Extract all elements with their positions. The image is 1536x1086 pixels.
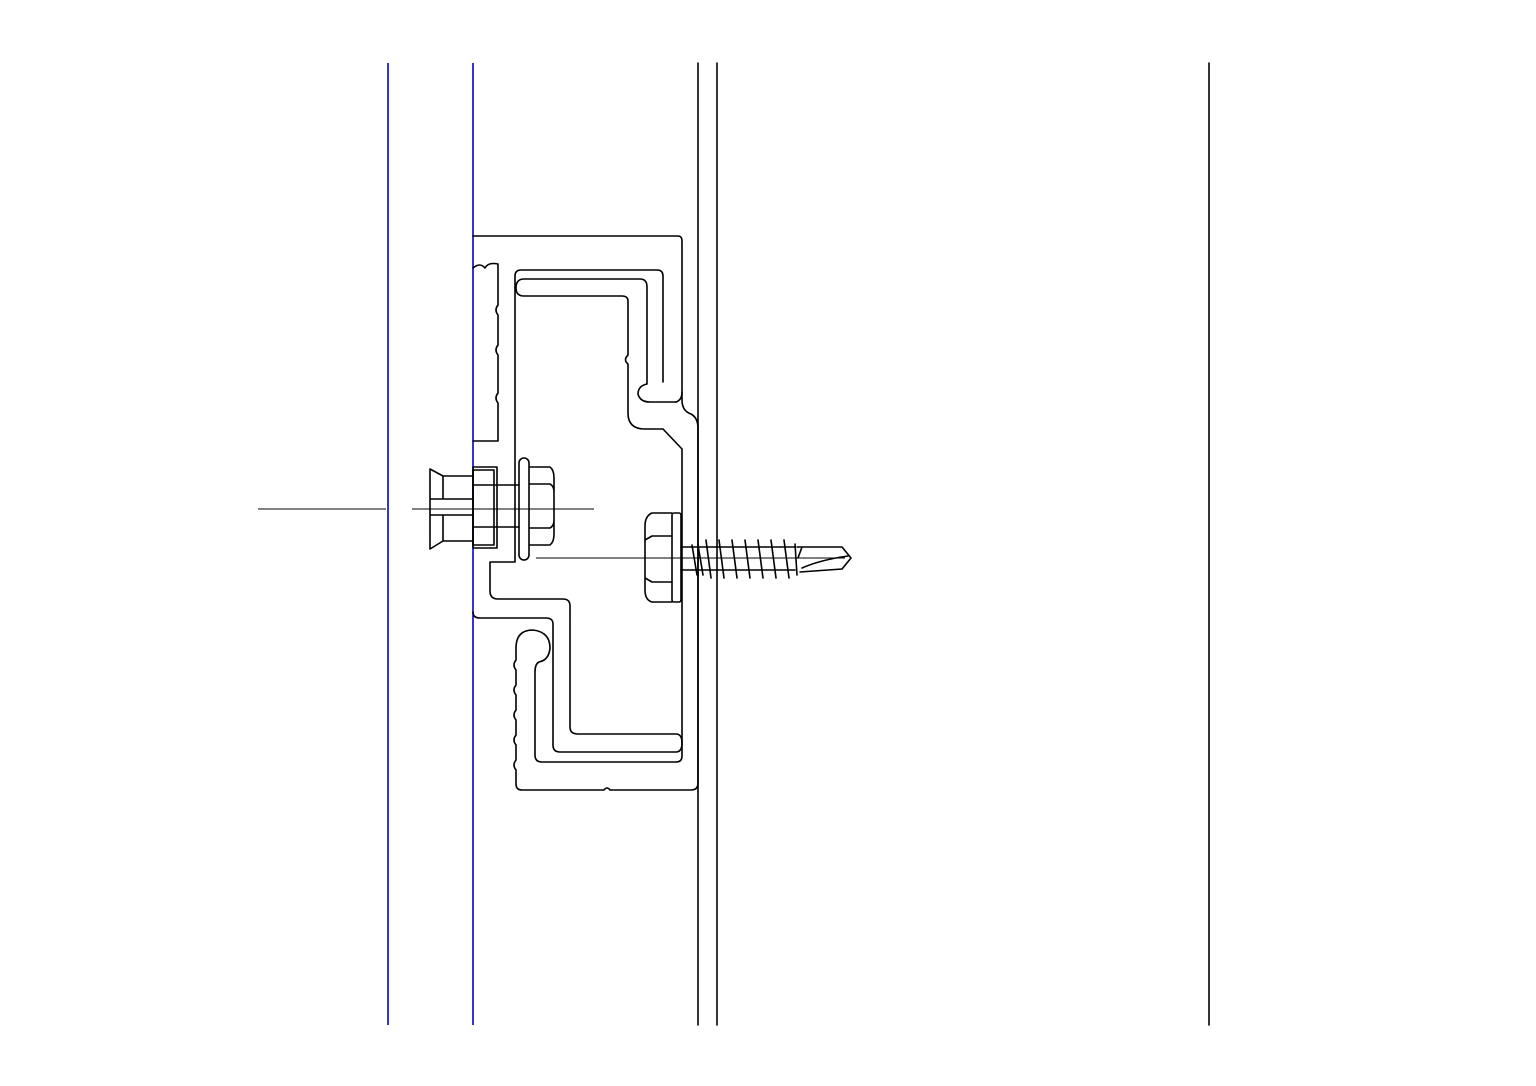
rail-left-channel bbox=[472, 262, 499, 442]
aluminium-rail-profile bbox=[472, 235, 699, 791]
insert-sleeve-icon bbox=[429, 468, 474, 550]
washer bbox=[518, 457, 530, 561]
screw-hex-head bbox=[644, 512, 673, 603]
bolt-head-inner bbox=[472, 469, 495, 546]
screw-thread bbox=[691, 539, 796, 579]
self-drilling-screw bbox=[644, 512, 852, 603]
screw-washer bbox=[671, 512, 682, 603]
rail-outer-contour bbox=[472, 235, 699, 791]
screw-shank bbox=[680, 546, 693, 571]
hex-nut bbox=[529, 466, 555, 546]
centerlines bbox=[258, 508, 845, 559]
panel-lines bbox=[387, 62, 1210, 1026]
screw-drill-tip bbox=[794, 543, 852, 576]
rail-inner-cavity bbox=[472, 269, 683, 753]
t-bolt-assembly bbox=[429, 457, 555, 561]
